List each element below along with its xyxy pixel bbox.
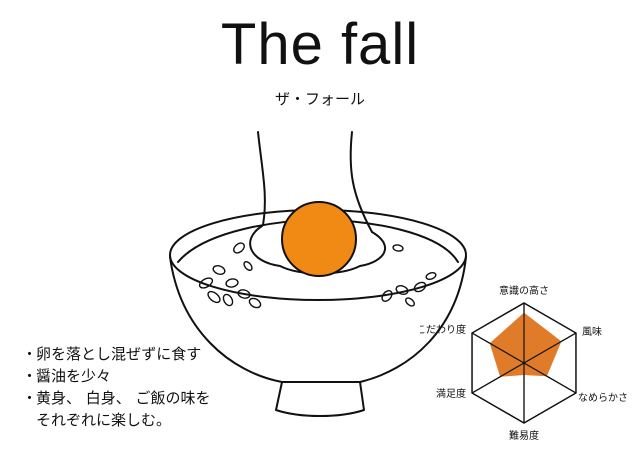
rice-grain xyxy=(413,281,427,293)
rice-grain xyxy=(222,293,234,307)
radar-axis-label: なめらかさ xyxy=(578,392,628,404)
radar-axis-line xyxy=(523,362,577,394)
radar-axis-line xyxy=(471,362,525,394)
page-subtitle: ザ・フォール xyxy=(274,90,365,108)
radar-axis-label: 難易度 xyxy=(509,429,539,442)
rice-grain xyxy=(225,278,239,288)
note-item: ・ 卵を落とし混ぜずに食す xyxy=(22,343,282,365)
radar-axis-label: 意識の高さ xyxy=(499,284,549,297)
note-bullet: ・ xyxy=(22,367,38,385)
radar-axis-line xyxy=(471,332,525,364)
rice-grain xyxy=(248,297,262,309)
rice-grain xyxy=(198,277,214,289)
egg-yolk xyxy=(281,201,357,277)
rice-grain xyxy=(405,297,415,307)
radar-axis-label: 風味 xyxy=(582,326,602,338)
note-text: 醤油を少々 xyxy=(36,367,112,385)
note-item: ・ 醤油を少々 xyxy=(22,365,282,387)
note-item: ・ 黄身、 白身、 ご飯の味を それぞれに楽しむ。 xyxy=(22,387,282,431)
radar-axis-label: こだわり度 xyxy=(420,323,466,336)
rice-grain xyxy=(237,289,251,299)
bowl-foot xyxy=(275,381,365,417)
rice-grain xyxy=(233,242,245,254)
radar-axis-label: 満足度 xyxy=(436,387,466,400)
page-title: The fall xyxy=(220,12,420,77)
serving-notes: ・ 卵を落とし混ぜずに食す ・ 醤油を少々 ・ 黄身、 白身、 ご飯の味を それ… xyxy=(22,343,282,431)
note-text: 卵を落とし混ぜずに食す xyxy=(36,345,202,363)
note-bullet: ・ xyxy=(22,345,38,363)
rice-grain xyxy=(381,290,393,302)
egg-white-stream-left xyxy=(257,131,266,226)
note-bullet: ・ xyxy=(22,389,38,407)
bowl-body xyxy=(169,256,467,383)
radar-axis-line xyxy=(523,332,577,364)
note-text: 黄身、 白身、 ご飯の味を それぞれに楽しむ。 xyxy=(36,389,211,429)
rice-grain xyxy=(243,261,253,271)
rice-grain xyxy=(425,272,437,280)
rice-grain xyxy=(392,244,404,252)
rice-grain xyxy=(207,290,221,304)
rice-grain xyxy=(212,265,226,275)
egg-white-stream-right xyxy=(349,131,373,233)
radar-value-area xyxy=(489,312,562,377)
rice-grain xyxy=(395,285,409,295)
